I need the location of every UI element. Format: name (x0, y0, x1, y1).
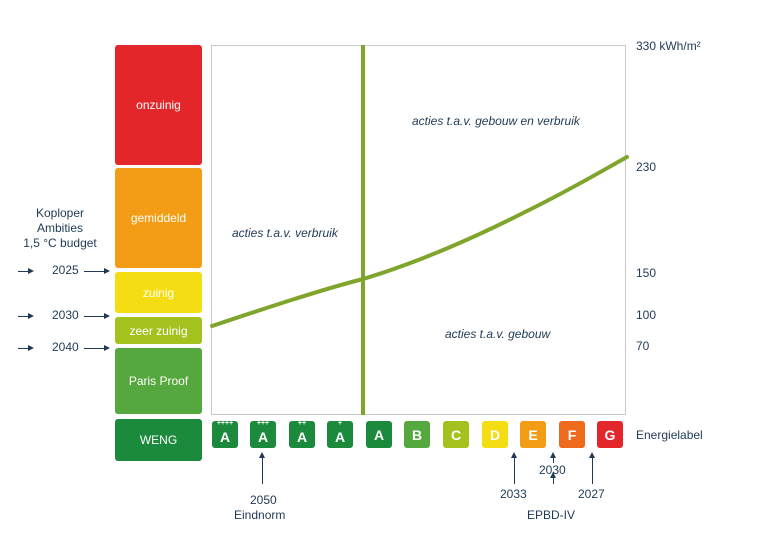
energy-label-a-plus2: ++A (289, 420, 315, 448)
energy-label-b: B (404, 421, 430, 448)
plot-area (211, 45, 626, 415)
plus-marks: +++ (256, 420, 270, 427)
epbd-year-2030: 2030 (539, 463, 566, 477)
year-2030: 2030 (52, 308, 79, 322)
energy-label-e: E (520, 421, 546, 448)
label-letter: A (373, 426, 385, 443)
band-label: onzuinig (136, 98, 181, 112)
label-letter: G (604, 426, 616, 443)
epbd-year-2033: 2033 (500, 487, 527, 501)
energy-label-f: F (559, 421, 585, 448)
band-zeer-zuinig: zeer zuinig (115, 317, 202, 344)
band-label: WENG (139, 433, 178, 447)
energy-label-d: D (482, 421, 508, 448)
energy-label-c: C (443, 421, 469, 448)
band-zuinig: zuinig (115, 272, 202, 313)
plus-marks: ++ (297, 420, 307, 427)
ambitions-title-line: 1,5 °C budget (23, 236, 97, 250)
y-tick-150: 150 (636, 266, 657, 280)
epbd-arrow-2027 (589, 452, 595, 484)
band-onzuinig: onzuinig (115, 45, 202, 165)
label-letter: A (219, 428, 231, 445)
plus-marks: ++++ (216, 420, 234, 427)
band-weng: WENG (115, 419, 202, 461)
ambitions-title-line: Ambities (36, 221, 83, 235)
zone-consumption: acties t.a.v. verbruik (232, 226, 338, 240)
energielabel-title: Energielabel (636, 428, 703, 442)
label-letter: D (489, 426, 501, 443)
eindnorm-arrow (259, 452, 265, 484)
eindnorm-label: Eindnorm (234, 508, 286, 522)
band-label: gemiddeld (130, 211, 187, 225)
y-axis-max-label: 330 kWh/m² (636, 39, 701, 53)
zone-building-and-consumption: acties t.a.v. gebouw en verbruik (412, 114, 580, 128)
band-label: Paris Proof (128, 374, 189, 388)
epbd-year-2027: 2027 (578, 487, 605, 501)
energy-label-a-plus4: ++++A (212, 420, 238, 448)
ambitions-title-line: Koploper (35, 206, 85, 220)
year-arrow-2030 (84, 313, 110, 319)
y-tick-100: 100 (636, 308, 657, 322)
epbd-arrow-2030 (550, 452, 556, 463)
year-2025: 2025 (52, 263, 79, 277)
energy-label-a-plus3: +++A (250, 420, 276, 448)
band-label: zeer zuinig (129, 323, 188, 338)
epbd-line-2030 (550, 472, 556, 484)
label-letter: E (528, 426, 538, 443)
label-letter: A (257, 428, 269, 445)
year-2040: 2040 (52, 340, 79, 354)
energy-label-a: A (366, 421, 392, 448)
zone-building: acties t.a.v. gebouw (445, 327, 551, 341)
epbd-label: EPBD-IV (527, 508, 576, 522)
year-arrow-2040 (84, 345, 110, 351)
label-letter: C (450, 426, 462, 443)
y-tick-230: 230 (636, 160, 657, 174)
label-letter: A (334, 428, 346, 445)
epbd-arrow-2033 (511, 452, 517, 484)
band-gemiddeld: gemiddeld (115, 168, 202, 268)
year-line-2025 (18, 268, 34, 274)
ambitions-title: Koploper Ambities 1,5 °C budget (20, 206, 100, 251)
label-letter: F (567, 426, 577, 443)
year-arrow-2025 (84, 268, 110, 274)
year-line-2030 (18, 313, 34, 319)
energy-curve-line (210, 155, 629, 328)
year-line-2040 (18, 345, 34, 351)
energy-label-a-plus1: +A (327, 420, 353, 448)
band-paris-proof: Paris Proof (115, 348, 202, 414)
y-tick-70: 70 (636, 339, 650, 353)
energy-label-g: G (597, 421, 623, 448)
eindnorm-year: 2050 (250, 493, 277, 507)
label-letter: B (411, 426, 423, 443)
plus-marks: + (337, 420, 343, 427)
band-label: zuinig (142, 285, 175, 300)
label-letter: A (296, 428, 308, 445)
